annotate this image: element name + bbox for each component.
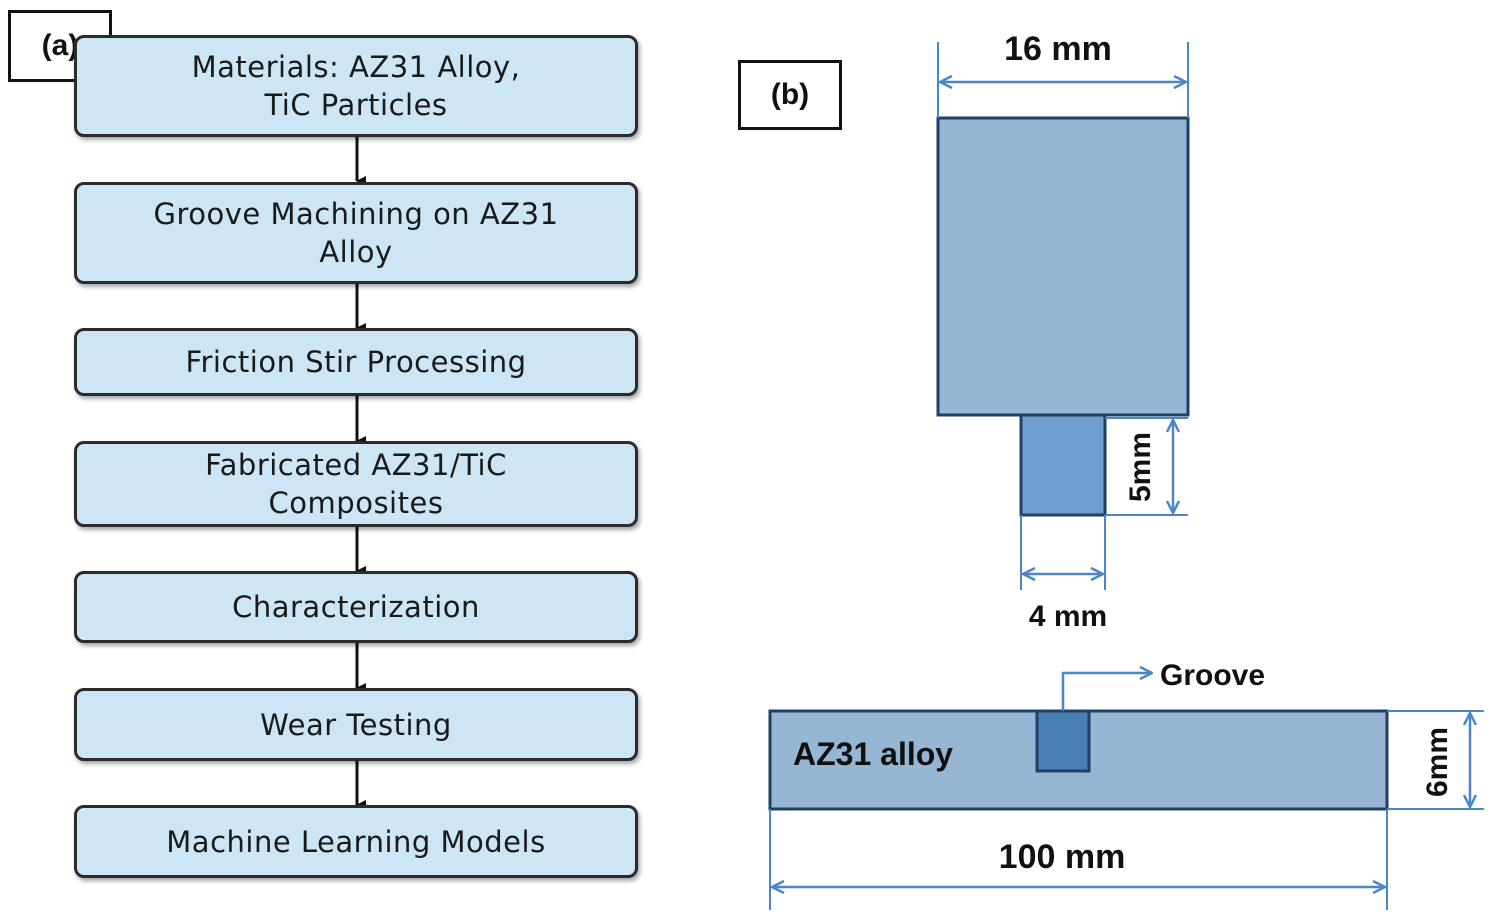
step-text-line: TiC Particles	[264, 88, 448, 122]
tool-shoulder	[936, 116, 1190, 417]
flow-step-wear-testing: Wear Testing	[74, 688, 638, 761]
step-text-line: Composites	[268, 486, 444, 520]
step-text-line: Machine Learning Models	[166, 824, 546, 859]
flow-step-machine-learning: Machine Learning Models	[74, 805, 638, 878]
plate-groove	[1035, 709, 1091, 773]
step-text-line: Characterization	[232, 590, 480, 624]
flow-step-materials: Materials: AZ31 Alloy, TiC Particles	[74, 35, 638, 137]
panel-b-label: (b)	[738, 60, 842, 130]
flow-step-characterization: Characterization	[74, 571, 638, 643]
step-text-line: Materials: AZ31 Alloy,	[191, 50, 521, 84]
pin-length-label: 5mm	[1124, 432, 1157, 502]
plate-thickness-label: 6mm	[1421, 727, 1454, 797]
groove-callout-line	[1061, 673, 1152, 711]
flow-step-friction-stir-processing: Friction Stir Processing	[74, 328, 638, 396]
step-text-line: Friction Stir Processing	[185, 345, 527, 379]
step-text-line: Groove Machining on AZ31	[153, 197, 559, 231]
step-text-line: Alloy	[319, 235, 393, 269]
groove-label: Groove	[1160, 659, 1265, 692]
step-text-line: Wear Testing	[260, 707, 452, 742]
plate-length-label: 100 mm	[999, 838, 1126, 876]
step-text-line: Fabricated AZ31/TiC	[205, 448, 507, 482]
tool-pin	[1019, 413, 1107, 517]
plate-material-label: AZ31 alloy	[793, 736, 953, 772]
shoulder-width-label: 16 mm	[1004, 30, 1112, 68]
pin-width-label: 4 mm	[1029, 600, 1107, 633]
flow-step-fabricated-composites: Fabricated AZ31/TiC Composites	[74, 441, 638, 527]
